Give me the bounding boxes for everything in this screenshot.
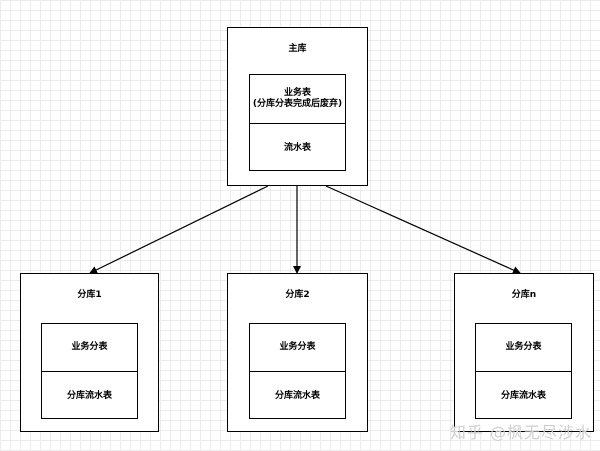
shard-title: 分库n [511,290,537,300]
shard-flow-table-label: 分库流水表 [66,390,112,401]
flow-table-label: 流水表 [283,142,311,153]
shard-table-group: 业务分表 分库流水表 [41,323,138,419]
business-shard-table-label: 业务分表 [279,342,316,352]
shard-table-group: 业务分表 分库流水表 [475,323,572,419]
shard-node-n[interactable]: 分库n 业务分表 分库流水表 [454,273,594,432]
business-table-label: 业务表 [283,88,311,98]
main-db-table-group: 业务表 (分库分表完成后废弃) 流水表 [249,74,346,171]
shard-flow-table-label: 分库流水表 [500,390,546,401]
business-shard-table-label: 业务分表 [71,342,108,352]
shard-node-2[interactable]: 分库2 业务分表 分库流水表 [227,273,368,432]
business-shard-table-cell[interactable]: 业务分表 [42,324,137,371]
business-shard-table-cell[interactable]: 业务分表 [250,324,345,371]
main-db-title: 主库 [288,44,307,54]
shard-node-1[interactable]: 分库1 业务分表 分库流水表 [20,273,159,432]
shard-title: 分库2 [285,290,310,300]
business-shard-table-label: 业务分表 [505,342,542,352]
business-table-cell[interactable]: 业务表 (分库分表完成后废弃) [250,75,345,123]
edge-main-to-shard-1 [89,185,269,274]
shard-flow-table-label: 分库流水表 [274,390,320,401]
shard-flow-table-cell[interactable]: 分库流水表 [250,371,345,420]
shard-flow-table-cell[interactable]: 分库流水表 [476,371,571,420]
business-table-note: (分库分表完成后废弃) [252,99,343,109]
shard-flow-table-cell[interactable]: 分库流水表 [42,371,137,420]
shard-table-group: 业务分表 分库流水表 [249,323,346,419]
watermark-text: 知乎 @枫无尽涉水 [449,423,592,442]
business-shard-table-cell[interactable]: 业务分表 [476,324,571,371]
flow-table-cell[interactable]: 流水表 [250,123,345,172]
edge-main-to-shard-n [325,185,521,274]
main-db-node[interactable]: 主库 业务表 (分库分表完成后废弃) 流水表 [227,27,368,186]
shard-title: 分库1 [77,290,102,300]
